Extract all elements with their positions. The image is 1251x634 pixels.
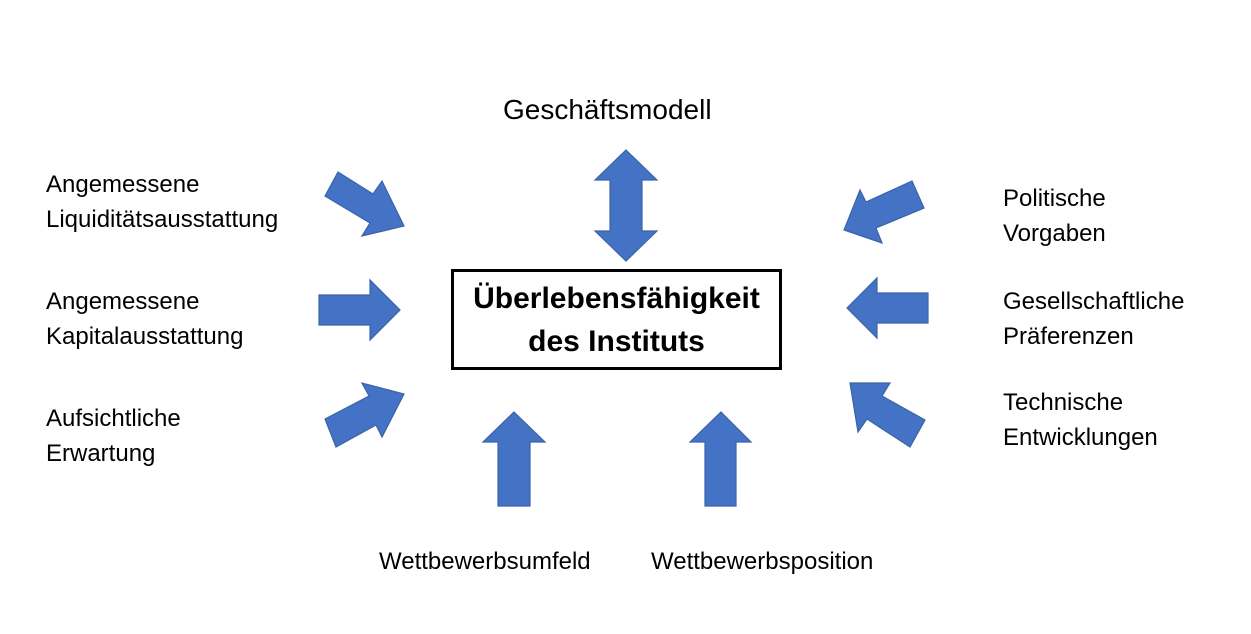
label-right-1-line1: Politische: [1003, 185, 1106, 212]
center-title-line2: des Instituts: [528, 324, 705, 358]
label-right-2-line1: Gesellschaftliche: [1003, 288, 1185, 315]
label-bottom-1-text: Wettbewerbsumfeld: [379, 548, 591, 575]
label-bottom-1: Wettbewerbsumfeld: [379, 544, 591, 579]
label-right-3-line2: Entwicklungen: [1003, 424, 1158, 451]
label-left-1-line2: Liquiditätsausstattung: [46, 206, 279, 233]
label-left-2: Angemessene Kapitalausstattung: [46, 284, 243, 354]
arrow-bottom-right-icon: [688, 411, 753, 507]
arrow-left-middle-icon: [318, 278, 401, 342]
label-right-3-line1: Technische: [1003, 389, 1124, 416]
label-left-3-line2: Erwartung: [46, 440, 156, 467]
double-arrow-icon: [593, 149, 659, 262]
label-top: Geschäftsmodell: [503, 91, 712, 129]
label-bottom-2: Wettbewerbsposition: [651, 544, 873, 579]
label-bottom-2-text: Wettbewerbsposition: [651, 548, 874, 575]
arrow-bottom-left-icon: [481, 411, 547, 507]
label-left-2-line2: Kapitalausstattung: [46, 323, 244, 350]
arrow-right-top-icon: [843, 180, 925, 244]
arrow-right-middle-icon: [846, 276, 929, 340]
label-left-3: Aufsichtliche Erwartung: [46, 401, 181, 471]
arrow-right-bottom-icon: [849, 382, 926, 448]
label-left-1: Angemessene Liquiditätsausstattung: [46, 167, 278, 237]
label-left-3-line1: Aufsichtliche: [46, 405, 181, 432]
label-right-3: Technische Entwicklungen: [1003, 385, 1158, 455]
center-box: Überlebensfähigkeit des Instituts: [451, 269, 782, 370]
arrow-left-bottom-icon: [324, 382, 405, 448]
label-right-1-line2: Vorgaben: [1003, 220, 1106, 247]
label-right-2: Gesellschaftliche Präferenzen: [1003, 284, 1184, 354]
arrow-left-top-icon: [324, 171, 405, 237]
center-title-line1: Überlebensfähigkeit: [473, 281, 760, 315]
label-right-2-line2: Präferenzen: [1003, 323, 1134, 350]
label-top-text: Geschäftsmodell: [503, 94, 712, 125]
label-right-1: Politische Vorgaben: [1003, 181, 1106, 251]
label-left-1-line1: Angemessene: [46, 171, 200, 198]
label-left-2-line1: Angemessene: [46, 288, 200, 315]
